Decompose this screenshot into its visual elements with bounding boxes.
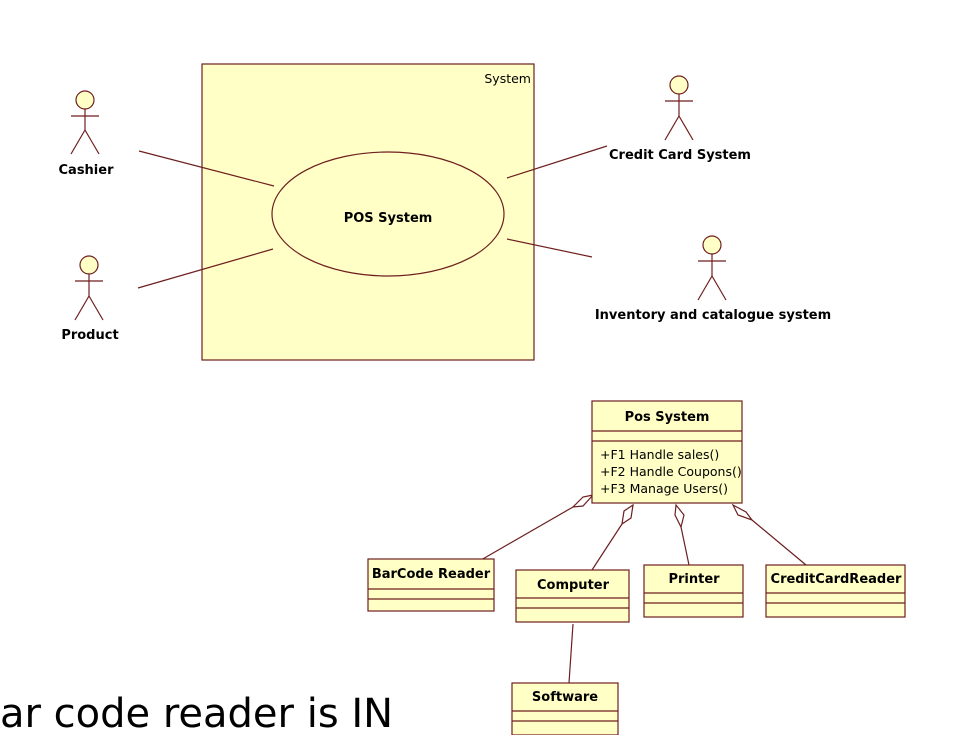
class-barcode-reader-name: BarCode Reader <box>372 567 491 582</box>
aggregation-diamond <box>621 503 634 526</box>
actor-product-label: Product <box>61 328 118 343</box>
actor-head <box>669 75 689 95</box>
class-computer-name: Computer <box>537 578 610 593</box>
association-cashier <box>138 150 275 187</box>
system-boundary-label: System <box>484 71 531 86</box>
actor-inventory-system-label: Inventory and catalogue system <box>595 308 831 323</box>
aggregation-credit-card-reader <box>751 519 807 566</box>
use-case-diagram: System POS System Cashier Product <box>59 63 831 361</box>
class-barcode-reader[interactable]: BarCode Reader <box>367 558 495 612</box>
class-software-name: Software <box>532 690 598 705</box>
aggregation-diamond <box>731 503 754 522</box>
background-caption-text: ar code reader is IN <box>0 691 394 737</box>
class-software[interactable]: Software <box>511 682 619 735</box>
operation-handle-sales: +F1 Handle sales() <box>600 447 719 462</box>
class-printer[interactable]: Printer <box>643 564 744 618</box>
aggregation-diamond <box>571 494 595 508</box>
class-computer[interactable]: Computer <box>515 569 630 623</box>
class-credit-card-reader[interactable]: CreditCardReader <box>765 564 906 618</box>
actor-inventory-system[interactable]: Inventory and catalogue system <box>595 235 831 323</box>
operation-manage-users: +F3 Manage Users() <box>600 481 728 496</box>
actor-head <box>702 235 722 255</box>
actor-cashier-label: Cashier <box>59 163 115 178</box>
association-software <box>568 623 574 684</box>
association-credit-card-system <box>506 145 608 179</box>
actor-credit-card-system[interactable]: Credit Card System <box>609 75 751 163</box>
class-diagram: Pos System +F1 Handle sales() +F2 Handle… <box>367 400 906 735</box>
actor-head <box>79 255 99 275</box>
actor-credit-card-system-label: Credit Card System <box>609 148 751 163</box>
association-inventory-system <box>506 238 593 258</box>
operation-handle-coupons: +F2 Handle Coupons() <box>600 464 742 479</box>
aggregation-barcode-reader <box>480 506 574 561</box>
association-product <box>137 248 274 289</box>
class-credit-card-reader-name: CreditCardReader <box>771 572 902 587</box>
use-case-label: POS System <box>344 211 433 226</box>
class-pos-system[interactable]: Pos System +F1 Handle sales() +F2 Handle… <box>591 400 743 504</box>
actor-head <box>75 90 95 110</box>
actor-product[interactable]: Product <box>61 255 119 343</box>
actor-cashier[interactable]: Cashier <box>59 90 115 178</box>
class-pos-system-name: Pos System <box>625 410 710 425</box>
aggregation-printer <box>680 526 690 566</box>
aggregation-diamond <box>674 503 685 529</box>
aggregation-computer <box>591 523 623 571</box>
class-printer-name: Printer <box>668 572 720 587</box>
use-case-pos-system[interactable] <box>271 151 505 277</box>
